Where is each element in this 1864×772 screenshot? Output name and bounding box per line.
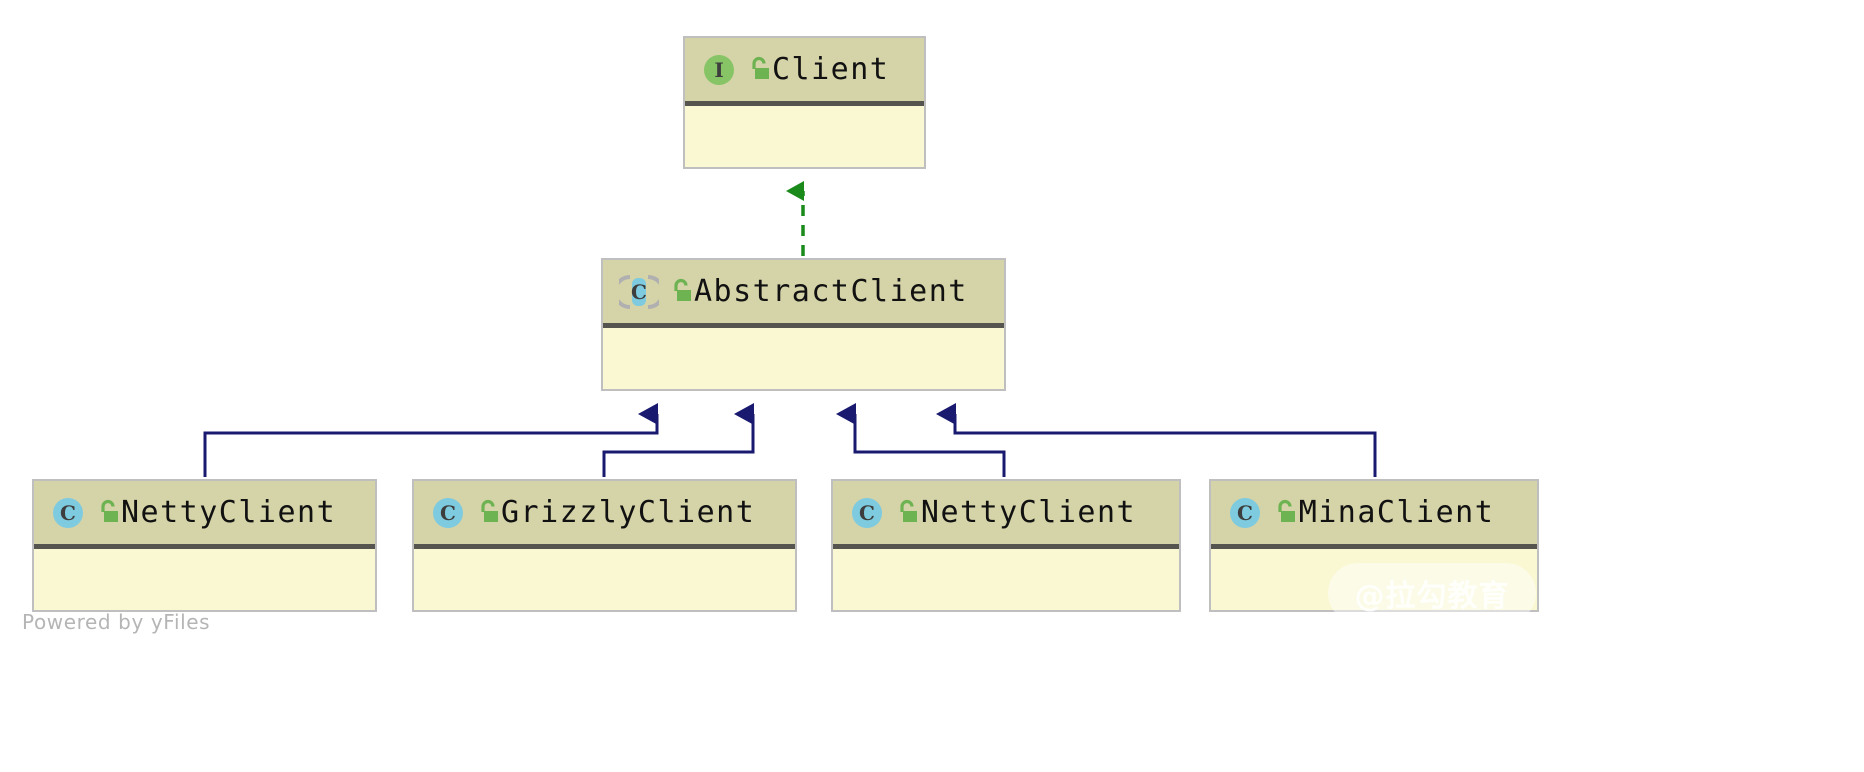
class-icon: C <box>433 497 463 528</box>
uml-node-body <box>833 549 1179 609</box>
interface-icon: I <box>704 54 734 85</box>
uml-node-header: C AbstractClient <box>603 260 1004 328</box>
uml-node-client[interactable]: I Client <box>683 36 926 169</box>
yfiles-credit: Powered by yFiles <box>22 610 211 634</box>
uml-node-header: C NettyClient <box>833 481 1179 549</box>
uml-node-title: Client <box>772 52 890 87</box>
uml-node-title: NettyClient <box>920 495 1137 530</box>
unlock-icon <box>674 278 691 301</box>
edge-generalization-nettyclient2-abstractclient <box>836 403 1006 477</box>
uml-node-body <box>685 106 924 166</box>
uml-node-netty-client-2[interactable]: C NettyClient <box>831 479 1181 612</box>
node-icon-group: I <box>701 52 772 88</box>
unlock-icon <box>101 499 118 522</box>
svg-text:C: C <box>1237 501 1253 525</box>
node-icon-group: C <box>619 273 694 311</box>
uml-node-title: NettyClient <box>121 495 337 530</box>
unlock-icon <box>1278 499 1295 522</box>
class-icon: C <box>1230 497 1260 528</box>
abstract-class-icon: C <box>619 274 659 309</box>
uml-node-body <box>1211 549 1537 609</box>
svg-text:C: C <box>859 501 875 525</box>
node-icon-group: C <box>50 495 121 531</box>
svg-text:C: C <box>631 280 647 304</box>
svg-text:C: C <box>440 501 456 525</box>
svg-text:C: C <box>60 501 76 525</box>
uml-node-title: GrizzlyClient <box>501 495 756 530</box>
uml-node-abstract-client[interactable]: C AbstractClient <box>601 258 1006 391</box>
uml-node-header: I Client <box>685 38 924 106</box>
uml-node-header: C NettyClient <box>34 481 375 549</box>
uml-node-netty-client-1[interactable]: C NettyClient <box>32 479 377 612</box>
edge-generalization-grizzlyclient-abstractclient <box>602 403 755 477</box>
node-icon-group: C <box>849 495 920 531</box>
uml-node-body <box>34 549 375 609</box>
node-icon-group: C <box>430 495 501 531</box>
class-icon: C <box>53 497 83 528</box>
unlock-icon <box>752 56 769 79</box>
svg-text:I: I <box>714 58 723 82</box>
uml-node-body <box>414 549 795 609</box>
unlock-icon <box>481 499 498 522</box>
uml-node-grizzly-client[interactable]: C GrizzlyClient <box>412 479 797 612</box>
unlock-icon <box>900 499 917 522</box>
node-icon-group: C <box>1227 495 1298 531</box>
edge-generalization-nettyclient1-abstractclient <box>203 403 659 477</box>
uml-node-body <box>603 328 1004 388</box>
uml-node-mina-client[interactable]: C MinaClient <box>1209 479 1539 612</box>
uml-node-title: MinaClient <box>1298 495 1495 530</box>
uml-node-title: AbstractClient <box>694 274 968 309</box>
edge-generalization-minaclient-abstractclient <box>936 403 1377 477</box>
uml-node-header: C GrizzlyClient <box>414 481 795 549</box>
class-icon: C <box>852 497 882 528</box>
uml-node-header: C MinaClient <box>1211 481 1537 549</box>
